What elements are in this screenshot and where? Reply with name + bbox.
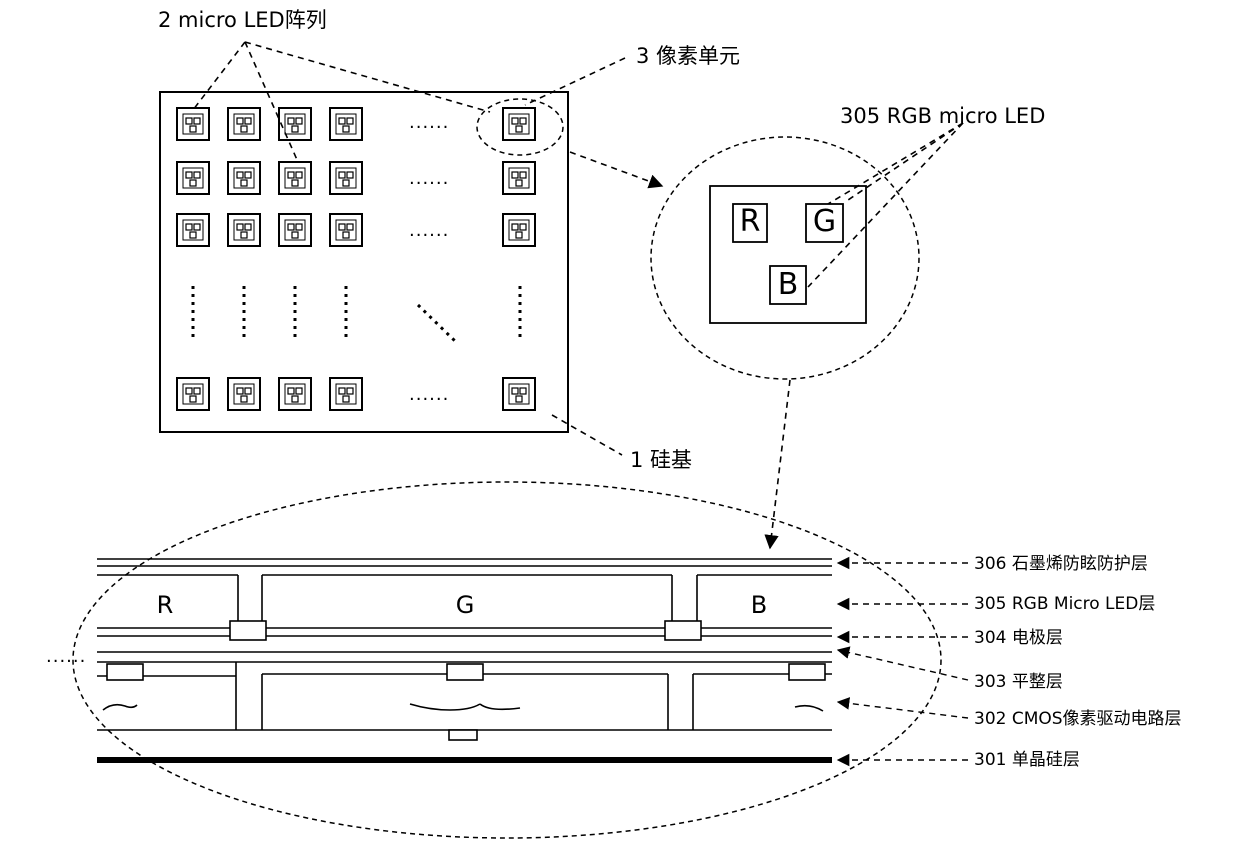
layer-label-306: 306 石墨烯防眩防护层 xyxy=(974,554,1148,574)
label-pixel-unit: 3 像素单元 xyxy=(636,44,740,68)
led-pixel-cell xyxy=(503,378,535,410)
led-pixel-cell xyxy=(228,108,260,140)
pixel-zoom-circle xyxy=(651,137,919,379)
row-ellipsis-2: ...... xyxy=(409,170,449,188)
led-pixel-cell xyxy=(279,214,311,246)
led-pixel-cell xyxy=(330,378,362,410)
layer-label-303: 303 平整层 xyxy=(974,672,1063,692)
led-pixel-cell xyxy=(177,108,209,140)
pixel-letter-r: R xyxy=(733,206,767,238)
layer-label-305: 305 RGB Micro LED层 xyxy=(974,594,1155,614)
section-letter-b: B xyxy=(734,592,784,618)
layer-label-301: 301 单晶硅层 xyxy=(974,750,1080,770)
led-pixel-cell xyxy=(503,108,535,140)
cross-section-ellipse xyxy=(73,482,941,838)
row-ellipsis-4: ...... xyxy=(409,386,449,404)
layer-label-302: 302 CMOS像素驱动电路层 xyxy=(974,709,1182,729)
electrode-pads xyxy=(107,621,825,740)
led-pixel-cell xyxy=(279,108,311,140)
led-pixel-cell xyxy=(228,162,260,194)
label-micro-led-array: 2 micro LED阵列 xyxy=(158,8,327,32)
led-pixel-cell xyxy=(177,214,209,246)
section-letter-g: G xyxy=(440,592,490,618)
led-pixel-cell xyxy=(177,378,209,410)
led-pixel-cell xyxy=(330,108,362,140)
led-pixel-cell xyxy=(177,162,209,194)
pixel-letter-g: G xyxy=(806,206,843,238)
layer-arrows xyxy=(838,563,968,760)
led-pixel-cell xyxy=(503,162,535,194)
label-rgb-micro-led: 305 RGB micro LED xyxy=(840,104,1045,128)
pixel-letter-b: B xyxy=(770,269,806,301)
cross-section-ellipsis: ...... xyxy=(46,648,86,666)
row-ellipsis-1: ...... xyxy=(409,114,449,132)
layer-label-304: 304 电极层 xyxy=(974,628,1063,648)
row-ellipsis-3: ...... xyxy=(409,222,449,240)
label-silicon-substrate: 1 硅基 xyxy=(630,448,692,472)
led-pixel-cell xyxy=(279,378,311,410)
led-pixel-cell xyxy=(228,378,260,410)
led-pixel-cell xyxy=(279,162,311,194)
led-pixel-cell xyxy=(503,214,535,246)
led-pixel-cell xyxy=(228,214,260,246)
section-letter-r: R xyxy=(140,592,190,618)
led-pixel-cell xyxy=(330,162,362,194)
led-pixel-cell xyxy=(330,214,362,246)
